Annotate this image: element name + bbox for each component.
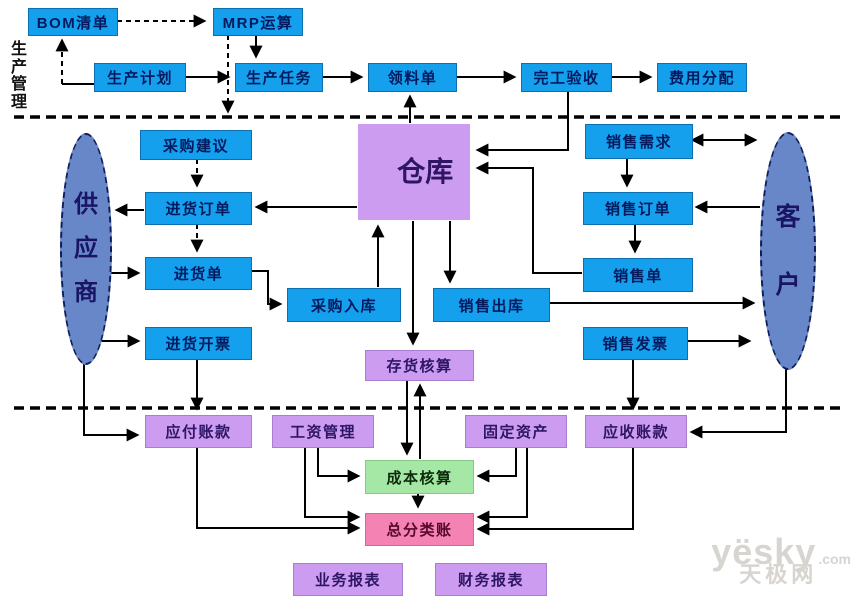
warehouse-label: 仓库	[397, 156, 454, 187]
node-sales-outbound: 销售出库	[433, 288, 550, 322]
node-completion-acceptance: 完工验收	[521, 63, 612, 92]
node-accounts-receivable: 应收账款	[585, 415, 687, 448]
watermark-site: 天极网	[739, 562, 818, 587]
node-financial-reports: 财务报表	[435, 563, 547, 596]
entity-supplier: 供应商	[60, 133, 112, 365]
node-cost-accounting: 成本核算	[365, 460, 474, 494]
connector-supplier-payables	[83, 361, 140, 442]
connector-fixedassets-cost	[476, 447, 517, 483]
connector-customer-receivables	[689, 366, 787, 439]
node-purchase-suggestion: 采购建议	[140, 130, 252, 160]
connector-receipt-inbound	[250, 270, 283, 311]
node-purchase-inbound: 采购入库	[287, 288, 401, 322]
connector-fixedassets-ledger	[476, 447, 528, 524]
entity-customer: 客户	[760, 132, 816, 370]
node-general-ledger: 总分类账	[365, 513, 474, 546]
connector-payroll-cost	[317, 447, 361, 483]
node-purchase-invoicing: 进货开票	[145, 327, 252, 360]
supplier-label: 供应商	[74, 191, 98, 306]
connector-salesnote-warehouse	[475, 161, 582, 274]
connector-receivables-ledger	[476, 447, 634, 536]
connector-completion-warehouse	[475, 91, 569, 157]
node-fixed-assets: 固定资产	[465, 415, 567, 448]
connector-payables-ledger	[196, 447, 361, 535]
node-sales-demand: 销售需求	[585, 124, 693, 159]
node-goods-receipt: 进货单	[145, 257, 252, 290]
node-business-reports: 业务报表	[293, 563, 403, 596]
node-material-requisition: 领料单	[368, 63, 457, 92]
node-cost-allocation: 费用分配	[657, 63, 747, 92]
node-production-plan: 生产计划	[94, 63, 186, 92]
node-accounts-payable: 应付账款	[145, 415, 252, 448]
node-warehouse: 仓库	[358, 124, 470, 220]
node-production-task: 生产任务	[235, 63, 323, 92]
watermark-brand: yësky	[711, 531, 817, 572]
node-sales-invoice: 销售发票	[583, 327, 688, 360]
watermark-brand-row: yësky.com	[711, 534, 851, 570]
watermark-logo: yësky.com 天极网	[711, 534, 851, 586]
node-sales-note: 销售单	[583, 258, 693, 292]
node-purchase-order: 进货订单	[145, 192, 252, 225]
customer-label: 客户	[775, 203, 801, 299]
watermark-tld: .com	[818, 551, 851, 567]
node-payroll-management: 工资管理	[272, 415, 374, 448]
connector-payroll-ledger	[304, 447, 361, 524]
section-label-production: 生产管理	[10, 41, 27, 111]
node-sales-order: 销售订单	[583, 192, 693, 225]
node-mrp: MRP运算	[213, 8, 303, 36]
node-inventory-accounting: 存货核算	[365, 350, 474, 381]
node-bom: BOM清单	[28, 8, 118, 36]
